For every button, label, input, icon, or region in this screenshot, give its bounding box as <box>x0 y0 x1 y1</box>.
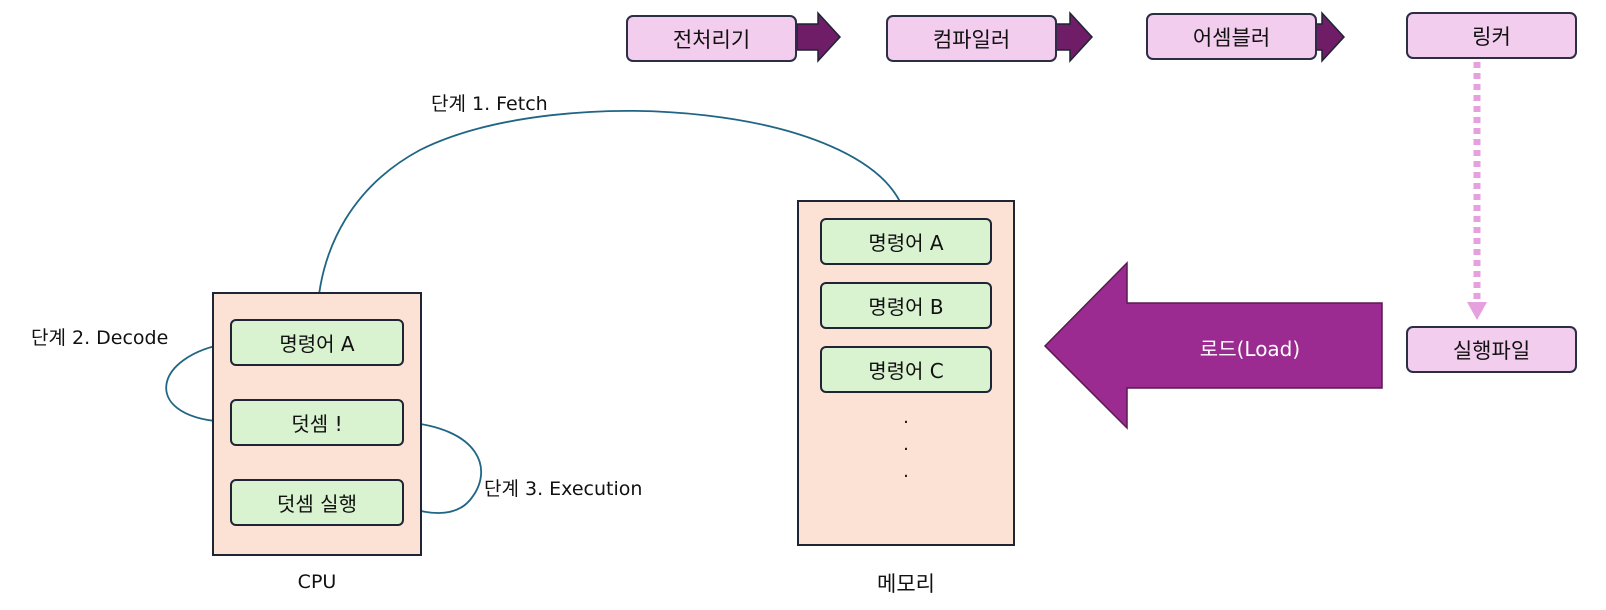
linker-box: 링커 <box>1406 12 1577 59</box>
cpu-label: CPU <box>297 571 337 593</box>
down-arrow-icon <box>1467 302 1487 320</box>
memory-instruction-c: 명령어 C <box>820 346 992 393</box>
load-label: 로드(Load) <box>1199 337 1301 361</box>
memory-label: 메모리 <box>877 572 935 596</box>
cpu-instruction-a: 명령어 A <box>230 319 404 366</box>
ellipsis-dot: · <box>903 466 909 487</box>
executable-box: 실행파일 <box>1406 326 1577 373</box>
step-fetch-label: 단계 1. Fetch <box>431 93 548 115</box>
memory-instruction-a: 명령어 A <box>820 218 992 265</box>
step-decode-label: 단계 2. Decode <box>31 327 169 349</box>
memory-instruction-b: 명령어 B <box>820 282 992 329</box>
fetch-curve <box>313 110 907 318</box>
cpu-add-execute: 덧셈 실행 <box>230 479 404 526</box>
compiler-box: 컴파일러 <box>886 15 1057 62</box>
step-execution-label: 단계 3. Execution <box>484 478 643 500</box>
execution-curve <box>403 421 483 514</box>
ellipsis-dot: · <box>903 439 909 460</box>
preprocessor-box: 전처리기 <box>626 15 797 62</box>
assembler-box: 어셈블러 <box>1146 13 1317 60</box>
left-arrow-icon <box>1043 261 1383 430</box>
cpu-add-decoded: 덧셈 ! <box>230 399 404 446</box>
decode-curve <box>165 342 231 426</box>
right-arrow-icon <box>796 11 842 63</box>
ellipsis-dot: · <box>903 412 909 433</box>
